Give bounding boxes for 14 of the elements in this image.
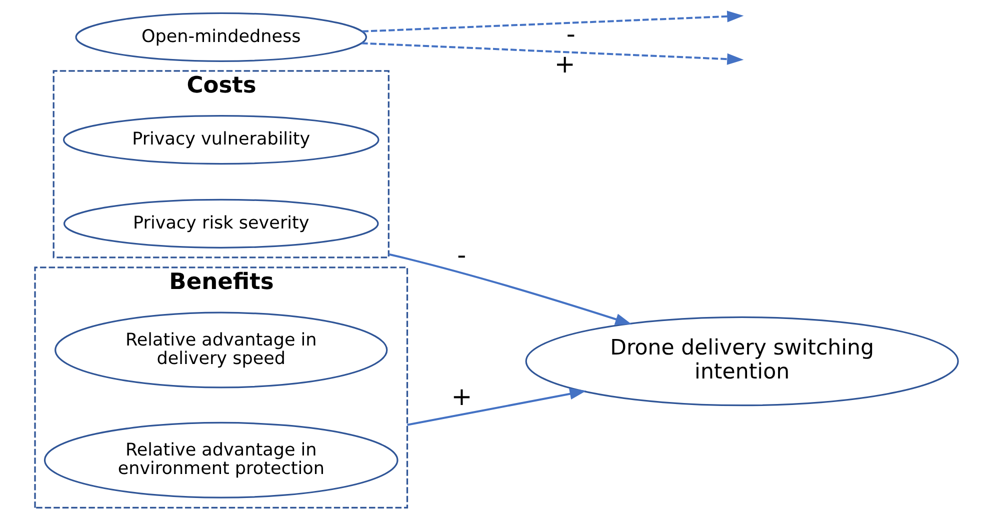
arrow: [362, 10, 744, 32]
node-ellipse: Open-mindedness: [74, 12, 367, 62]
arrow: [388, 253, 632, 325]
node-ellipse: Relative advantage in environment protection: [43, 422, 398, 498]
node-ellipse: Privacy risk severity: [62, 198, 378, 248]
node-ellipse: Relative advantage in delivery speed: [54, 312, 388, 388]
arrow: [361, 42, 744, 65]
edge-label: -: [456, 240, 466, 270]
arrow: [406, 388, 586, 426]
edge-label: -: [566, 20, 575, 49]
edge-label: +: [554, 50, 575, 79]
node-ellipse: Drone delivery switching intention: [524, 316, 958, 406]
node-ellipse: Privacy vulnerability: [62, 114, 379, 165]
edge-label: +: [450, 382, 472, 412]
